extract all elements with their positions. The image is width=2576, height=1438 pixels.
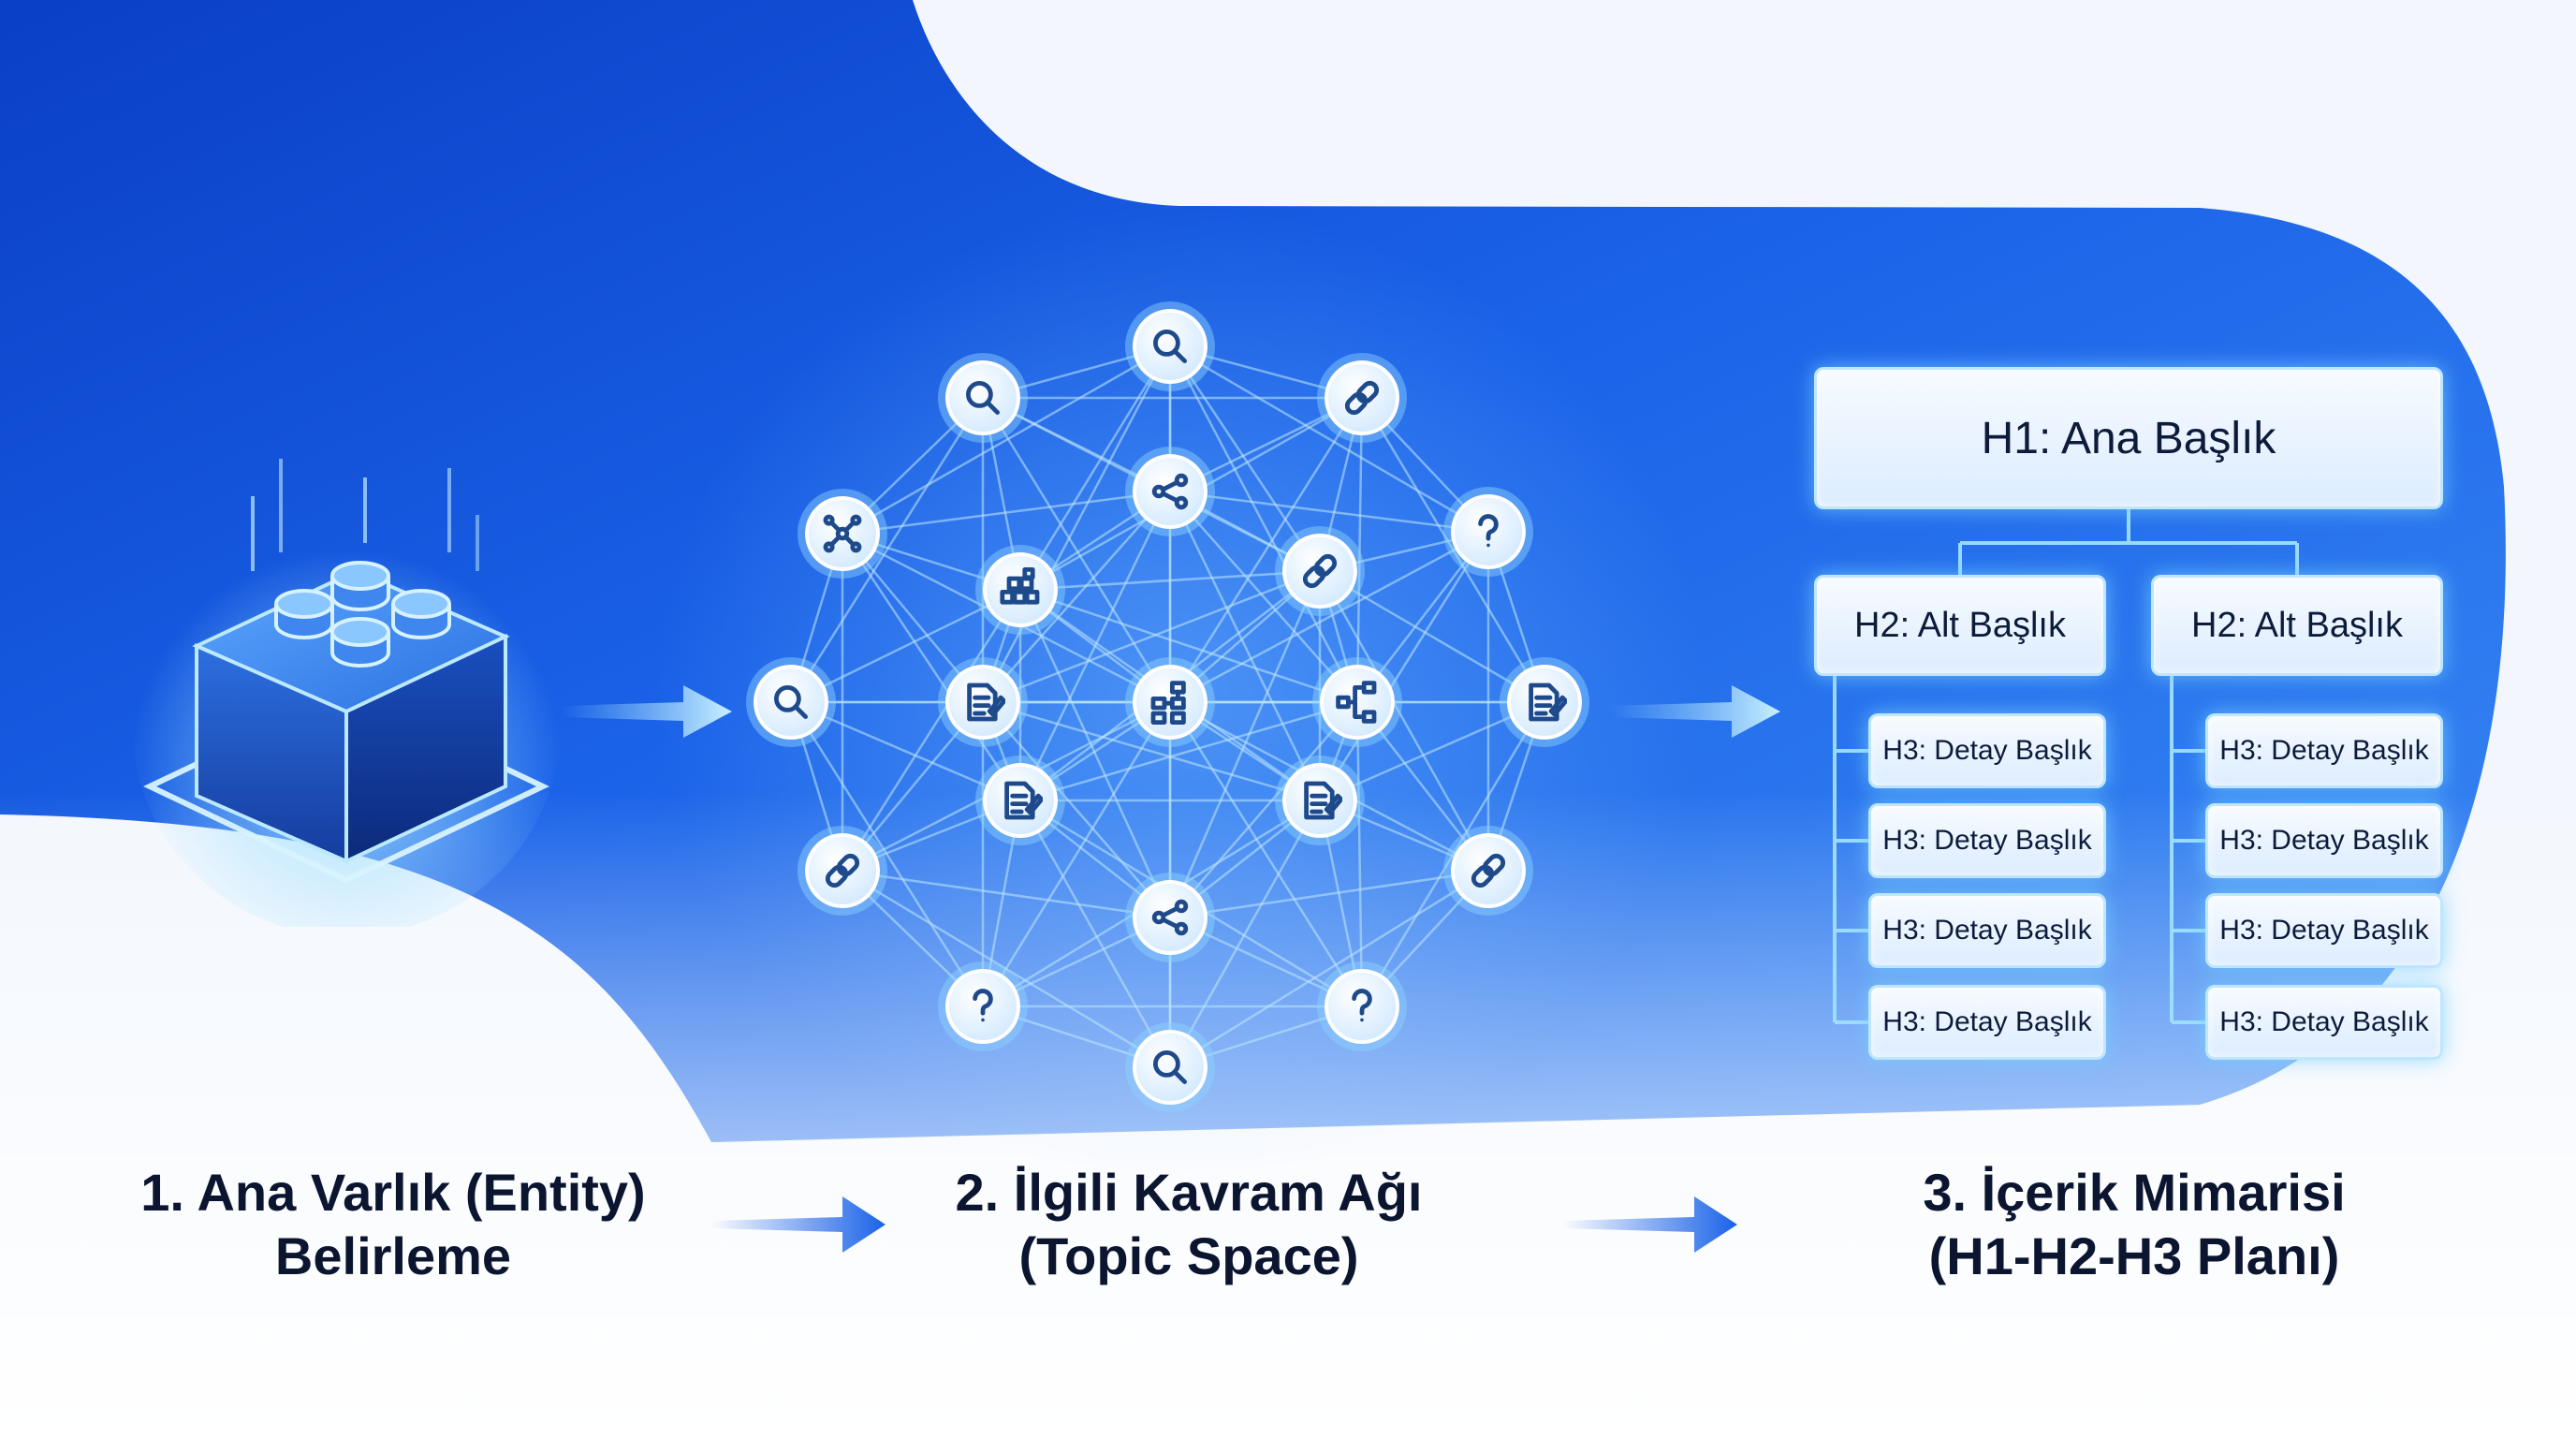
network-edge [1169,491,1358,703]
network-edge [1169,530,1489,704]
network-node-link-icon [1443,826,1533,916]
network-node-question-icon [1443,487,1533,577]
network-node-question-icon [1317,961,1407,1051]
entity-block-icon [131,459,562,927]
network-edge [982,701,1171,918]
network-node-document-icon [938,657,1028,747]
network-edge [1168,570,1322,918]
network-node-link-icon [798,826,887,916]
h3-heading-box: H3: Detay Başlık [2205,713,2443,788]
network-node-document-icon [975,756,1065,845]
network-edge [1319,569,1545,704]
network-edge [789,397,985,703]
network-edge [1360,701,1546,1007]
network-edge [1355,701,1364,1007]
network-edge [982,491,1171,703]
step-2-title: 2. İlgili Kavram Ağı [955,1163,1423,1222]
network-edge [841,589,1022,872]
step-2-caption: 2. İlgili Kavram Ağı (Topic Space) [852,1161,1526,1288]
topic-network [746,301,1589,1112]
h3-heading-box: H3: Detay Başlık [2205,893,2443,968]
h3-heading-box: H3: Detay Başlık [1868,985,2106,1060]
step-3-title: 3. İçerik Mimarisi [1923,1163,2346,1222]
network-edge [1169,490,1489,534]
network-edge [1168,800,1322,1068]
network-edge [981,397,1172,703]
h2-heading-box-right: H2: Alt Başlık [2151,575,2443,676]
network-edge [1169,869,1489,1069]
network-edge [981,701,1172,1007]
network-node-nodes-icon [798,489,887,579]
network-edge [1318,531,1490,801]
network-node-document-icon [1275,756,1365,845]
arrow-step1-to-step2 [562,685,732,738]
network-nodes [746,301,1589,1112]
network-edge [1168,491,1322,801]
network-edge [1168,701,1364,1007]
network-edge [841,533,1022,801]
network-edge [1169,345,1489,534]
network-edge [842,490,1171,536]
h3-heading-box: H3: Detay Başlık [2205,985,2443,1060]
network-edge [1018,589,1172,918]
caption-arrow-2 [1563,1196,1737,1253]
network-edge [1169,701,1358,918]
h3-heading-box: H3: Detay Başlık [1868,713,2106,788]
step-2-subtitle: (Topic Space) [1018,1226,1359,1285]
network-node-share-icon [1125,873,1215,962]
h3-heading-box: H3: Detay Başlık [2205,803,2443,878]
network-edge [982,569,1321,704]
network-node-blocks-icon [975,545,1065,635]
network-edge [982,700,1321,802]
network-edge [1019,700,1358,802]
network-edge [1355,397,1364,703]
network-edge [1168,345,1322,572]
network-edge [842,869,1171,919]
network-edge [1018,800,1172,1068]
network-node-search-icon [938,353,1028,443]
network-edge [1318,570,1490,872]
step-1-subtitle: Belirleme [274,1226,512,1285]
network-edge [790,588,1021,704]
network-node-share-icon [1125,447,1215,536]
network-node-search-icon [746,657,836,747]
network-edge [1019,569,1321,592]
network-edge [1018,345,1172,591]
network-node-document-icon [1500,657,1589,747]
network-node-question-icon [938,961,1028,1051]
network-edge [842,345,1171,536]
network-edge [981,345,1172,703]
h2-heading-box-left: H2: Alt Başlık [1814,575,2106,676]
caption-arrow-1 [711,1196,886,1253]
network-edge [1319,700,1545,802]
network-node-hierarchy-icon [1125,657,1215,747]
h1-heading-box: H1: Ana Başlık [1814,367,2443,509]
step-1-caption: 1. Ana Varlık (Entity) Belirleme [56,1161,730,1288]
network-node-flow-icon [1312,657,1402,747]
step-3-caption: 3. İçerik Mimarisi (H1-H2-H3 Planı) [1797,1161,2471,1288]
network-node-search-icon [1125,301,1215,391]
network-edge [1168,345,1359,703]
step-1-title: 1. Ana Varlık (Entity) [140,1163,646,1222]
network-edge [1019,588,1358,704]
network-node-search-icon [1125,1022,1215,1112]
h3-heading-box: H3: Detay Başlık [1868,803,2106,878]
network-node-link-icon [1275,526,1365,616]
network-edge [842,869,1171,1069]
network-node-link-icon [1317,353,1407,443]
step-3-subtitle: (H1-H2-H3 Planı) [1928,1226,2340,1285]
h3-heading-box: H3: Detay Başlık [1868,893,2106,968]
network-edge [1169,869,1489,919]
arrow-step2-to-step3 [1610,685,1780,738]
